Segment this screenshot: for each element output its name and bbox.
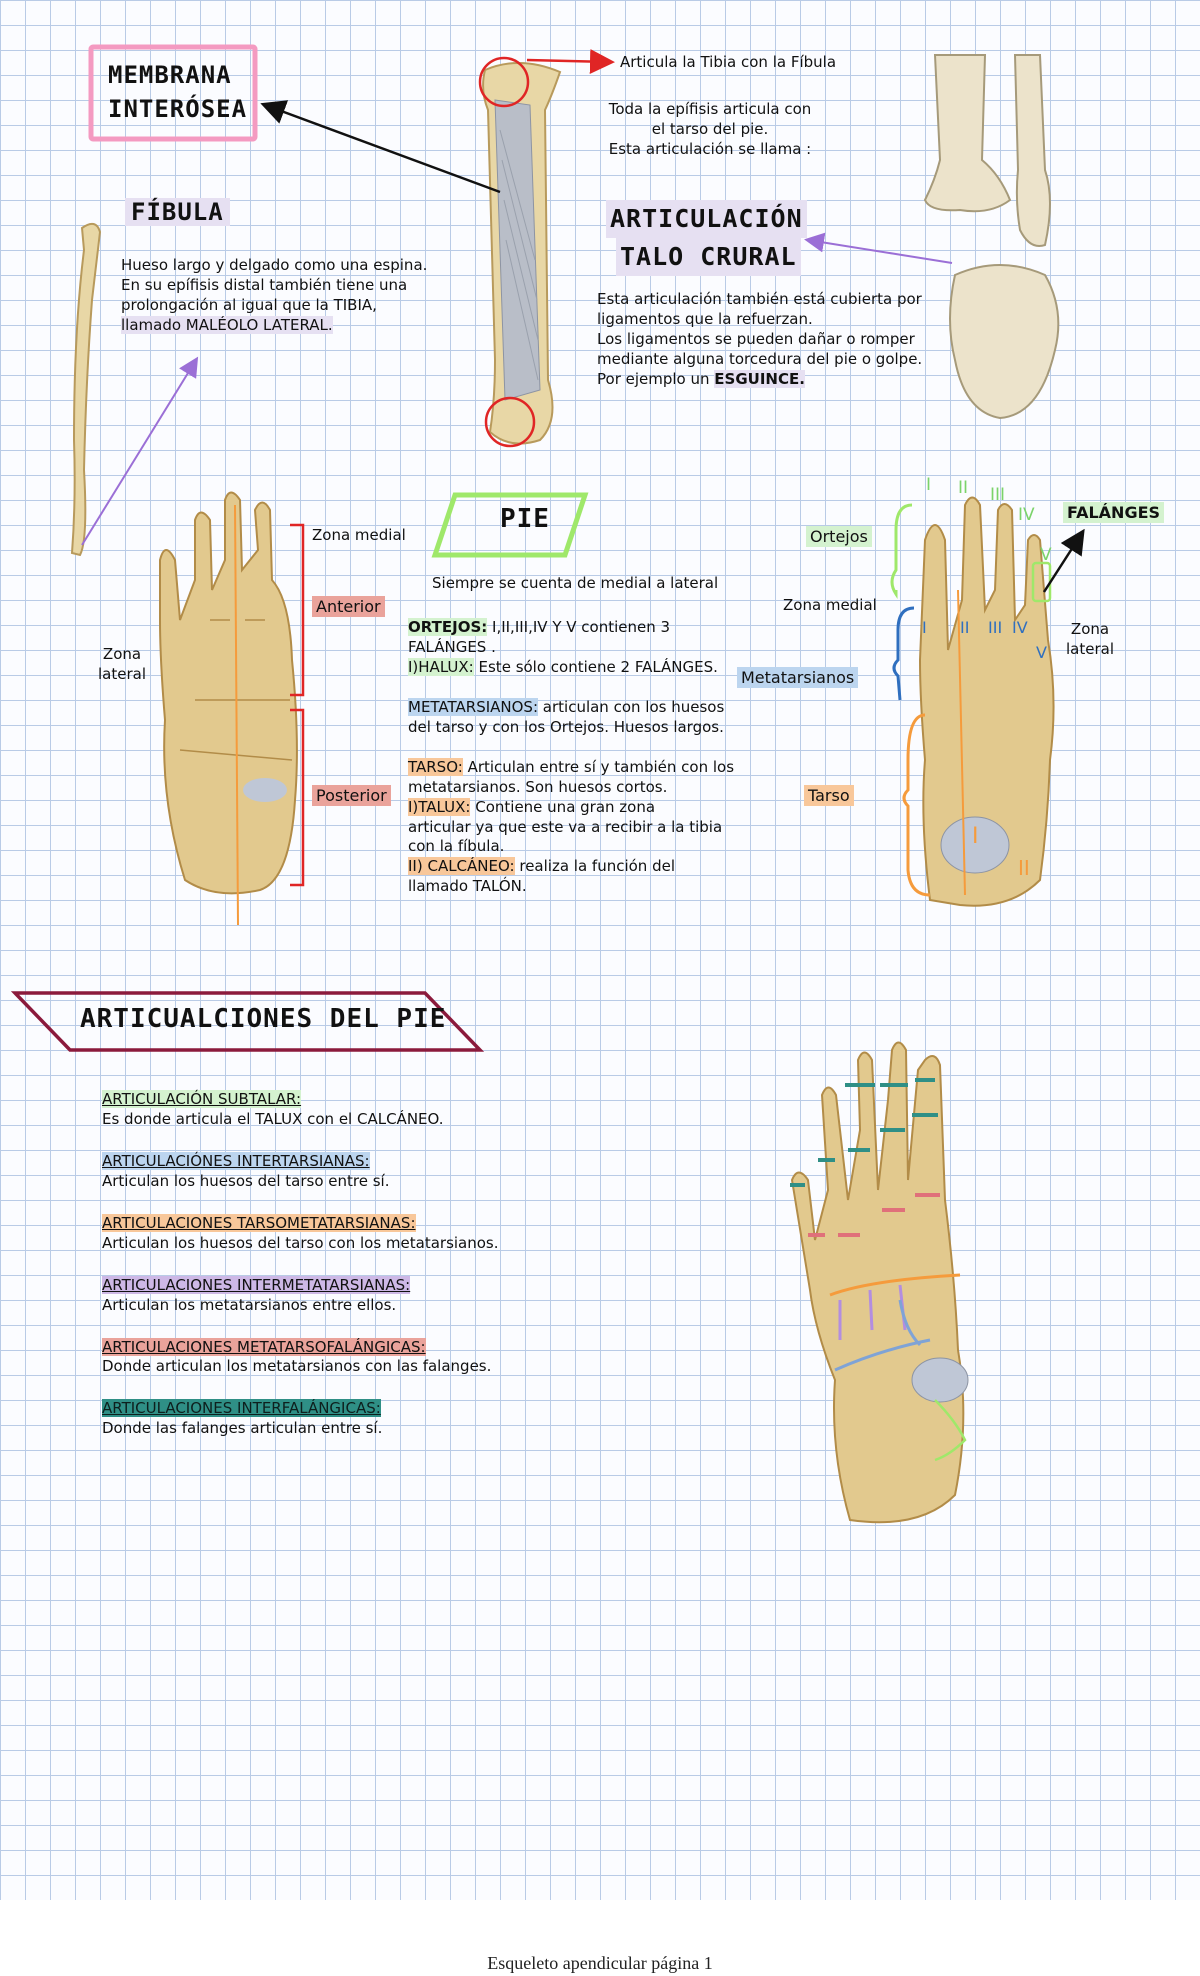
articulacion-item: ARTICULACIONES METATARSOFALÁNGICAS: Dond… [102, 1337, 492, 1376]
articulacion-item: ARTICULACIÓNES INTERTARSIANAS: Articulan… [102, 1151, 390, 1190]
pie-description: ORTEJOS: I,II,III,IV Y V contienen 3 FAL… [408, 618, 735, 896]
ankle-bones [923, 54, 1060, 420]
tarso-label: Tarso [804, 785, 854, 806]
metatarsianos-label: Metatarsianos [737, 667, 859, 688]
membrana-line2: INTERÓSEA [108, 95, 248, 123]
pie-border [431, 492, 589, 558]
svg-text:III: III [988, 618, 1002, 637]
foot-joints-image [790, 1041, 969, 1524]
svg-text:I: I [922, 618, 927, 637]
foot-left-image [159, 491, 305, 926]
articulaciones-border [10, 991, 485, 1052]
arrow-articula [526, 49, 615, 75]
svg-text:II: II [960, 618, 969, 637]
talo-description: Esta articulación también está cubierta … [597, 290, 923, 388]
svg-text:I: I [972, 824, 979, 849]
arrow-talo [804, 232, 953, 264]
svg-text:III: III [990, 485, 1005, 505]
membrana-title: MEMBRANA INTERÓSEA [108, 58, 247, 126]
left-anterior: Anterior [312, 596, 385, 617]
page-footer: Esqueleto apendicular página 1 [487, 1953, 713, 1973]
arrow-membrana [260, 100, 501, 194]
talo-title: ARTICULACIÓN TALO CRURAL [606, 200, 807, 276]
svg-text:IV: IV [1018, 505, 1035, 525]
arrow-fibula [81, 356, 199, 546]
left-posterior: Posterior [312, 785, 391, 806]
articulacion-item: ARTICULACIÓN SUBTALAR: Es donde articula… [102, 1090, 444, 1128]
svg-text:V: V [1040, 545, 1052, 565]
fibula-title: FÍBULA [125, 198, 230, 226]
left-zona-lateral: Zona lateral [98, 645, 146, 683]
ortejos-label: Ortejos [806, 526, 872, 547]
pie-intro: Siempre se cuenta de medial a lateral [432, 574, 719, 592]
articulaciones-list: ARTICULACIÓN SUBTALAR: Es donde articula… [102, 1090, 542, 1439]
epifisis-note: Toda la epífisis articula con el tarso d… [608, 100, 812, 158]
articulaciones-title: ARTICUALCIONES DEL PIE [80, 1004, 447, 1034]
fibula-bone [70, 222, 102, 557]
membrana-line1: MEMBRANA [108, 61, 232, 89]
fibula-description: Hueso largo y delgado como una espina. E… [121, 256, 428, 334]
left-zona-medial: Zona medial [312, 526, 406, 544]
articulacion-item: ARTICULACIONES INTERFALÁNGICAS: Donde la… [102, 1399, 383, 1438]
tibia-bone [478, 56, 562, 448]
right-zona-medial: Zona medial [783, 596, 877, 614]
svg-text:II: II [958, 478, 968, 498]
falanges-label: FALÁNGES [1063, 502, 1165, 523]
svg-text:IV: IV [1012, 618, 1028, 637]
articulacion-item: ARTICULACIONES TARSOMETATARSIANAS: Artic… [102, 1213, 499, 1252]
articulacion-item: ARTICULACIONES INTERMETATARSIANAS: Artic… [102, 1275, 411, 1314]
svg-text:V: V [1036, 643, 1047, 662]
svg-text:I: I [926, 475, 931, 495]
articula-note: Articula la Tibia con la Fíbula [620, 53, 837, 71]
illustrations: I II III IV V I II III IV V I II [10, 44, 1085, 1524]
foot-right-image: I II III IV V I II III IV V I II [890, 475, 1085, 907]
pie-title: PIE [500, 504, 550, 534]
membrana-border [88, 44, 258, 142]
svg-text:II: II [1018, 856, 1030, 880]
right-zona-lateral: Zona lateral [1066, 620, 1114, 658]
